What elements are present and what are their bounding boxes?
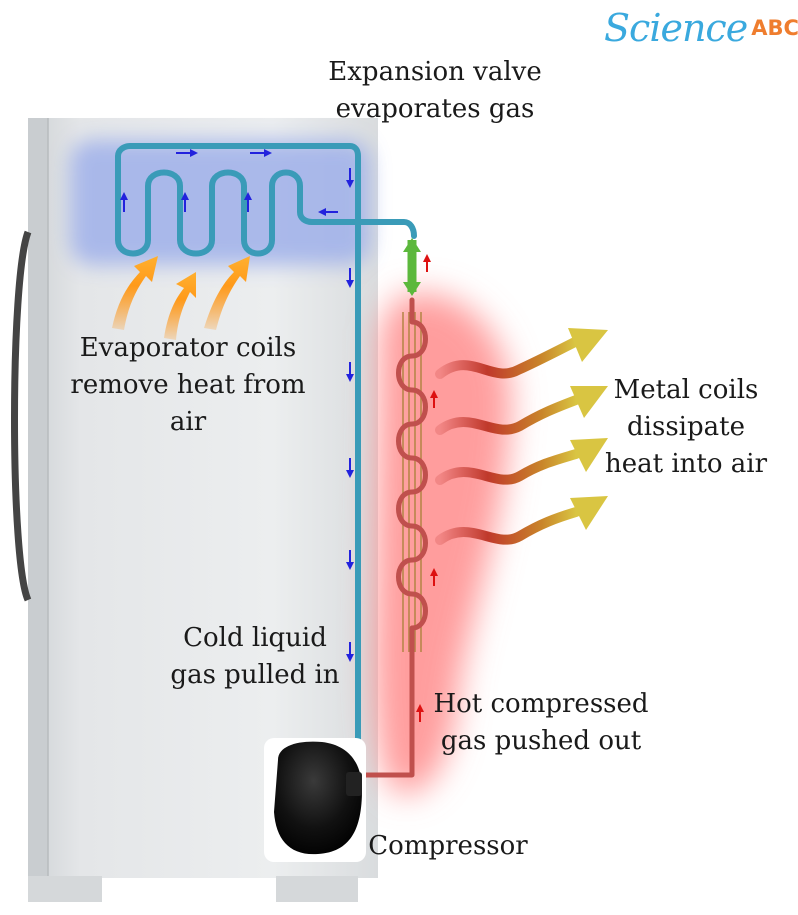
arrow-icon (176, 149, 198, 157)
arrow-icon (250, 149, 272, 157)
brand-suffix: ABC (751, 16, 798, 40)
label-compressor: Compressor (368, 831, 528, 861)
arrow-icon (346, 168, 354, 188)
label-evaporator: Evaporator coils remove heat from air (70, 333, 306, 437)
arrow-icon (120, 192, 128, 212)
heat-wave-icon (435, 328, 608, 545)
arrow-icon (181, 192, 189, 212)
condenser-coil (347, 297, 428, 778)
arrow-icon (318, 208, 338, 216)
arrow-icon (244, 192, 252, 212)
flow-arrows-cold (120, 149, 354, 662)
evaporator-coil (115, 143, 417, 767)
arrow-icon (423, 254, 431, 272)
arrow-icon (416, 704, 424, 722)
arrow-icon (346, 642, 354, 662)
heat-arrow-icon (112, 256, 250, 340)
arrow-icon (346, 458, 354, 478)
label-expansion-valve: Expansion valve evaporates gas (328, 57, 542, 124)
expansion-valve (403, 238, 421, 296)
brand-script: Science (604, 6, 748, 50)
label-cold-liquid: Cold liquid gas pulled in (170, 623, 340, 690)
label-hot-gas: Hot compressed gas pushed out (433, 689, 649, 756)
arrow-icon (346, 362, 354, 382)
arrow-icon (346, 268, 354, 288)
compressor (264, 738, 366, 862)
arrow-icon (346, 550, 354, 570)
arrow-icon (430, 390, 438, 408)
flow-arrows-hot (416, 254, 438, 722)
label-metal-coils: Metal coils dissipate heat into air (604, 375, 768, 479)
arrow-icon (430, 568, 438, 586)
